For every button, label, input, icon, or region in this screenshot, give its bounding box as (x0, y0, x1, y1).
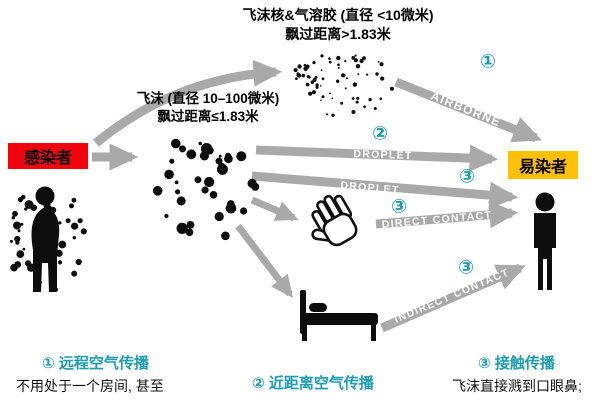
route-number-droplet-upper: ② (371, 123, 389, 145)
droplet-note-line2: 飘过距离≤1.83米 (157, 109, 259, 125)
direct-contact-arrow (375, 201, 519, 229)
droplet-upper-arrow-label: DROPLET (353, 147, 413, 163)
droplet-upper-arrow (255, 144, 499, 172)
aerosol-note: 飞沫核&气溶胶 (直径 <10微米) 飘过距离>1.83米 (212, 6, 464, 44)
aerosol-note-line2: 飘过距离>1.83米 (285, 25, 391, 42)
droplet-lower-arrow (251, 171, 519, 209)
legend-contact-title: ③ 接触传播 (478, 355, 555, 372)
route-number-indirect: ③ (457, 257, 475, 279)
airborne-arrow (394, 77, 542, 143)
bed-icon (300, 290, 378, 341)
infected-label-box: 感染者 (8, 143, 88, 169)
aerosol-cloud (293, 54, 394, 118)
droplet-to-hand-arrow (250, 196, 299, 222)
route-number-airborne: ① (479, 51, 497, 73)
exhale-to-aerosol-arrow (93, 59, 283, 147)
hand-icon (311, 194, 358, 247)
infected-person-icon (31, 186, 60, 292)
legend-remote-air-title: ① 远程空气传播 (42, 355, 149, 372)
indirect-contact-arrow (380, 263, 526, 333)
droplet-note: 飞沫 (直径 10–100微米) 飘过距离≤1.83米 (118, 90, 298, 126)
legend-near-air-title: ② 近距离空气传播 (252, 375, 374, 392)
route-number-direct: ③ (390, 196, 408, 218)
legend-remote-air-note: 不用处于一个房间, 甚至 (16, 378, 164, 394)
susceptible-person-icon (534, 192, 556, 290)
droplet-to-bed-arrow (235, 223, 293, 298)
aerosol-note-line1: 飞沫核&气溶胶 (直径 <10微米) (242, 7, 434, 23)
route-number-droplet-lower: ③ (458, 166, 476, 188)
droplet-note-line1: 飞沫 (直径 10–100微米) (136, 91, 280, 106)
legend-contact-note: 飞沫直接溅到口眼鼻; (452, 378, 582, 394)
susceptible-label-box: 易染者 (508, 151, 578, 179)
droplet-cloud (152, 138, 260, 241)
